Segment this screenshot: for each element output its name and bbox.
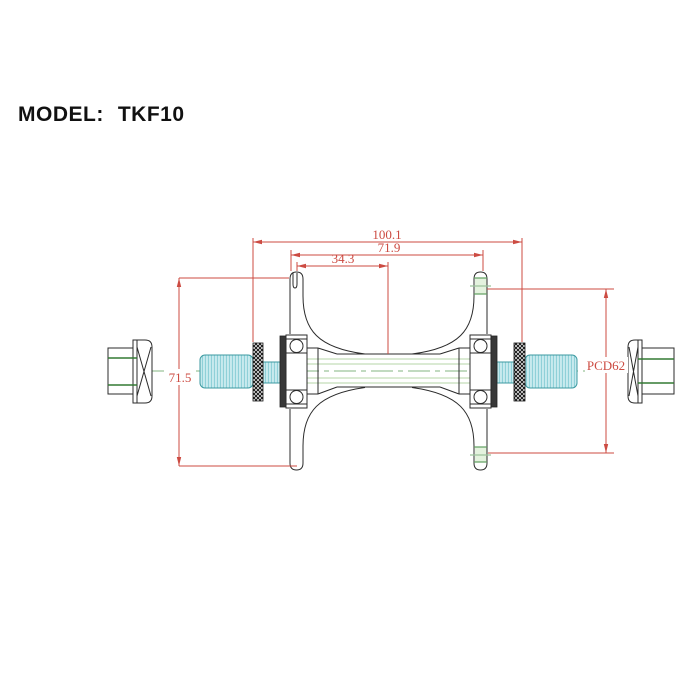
dimension-label-left-pcd: 71.5: [169, 370, 192, 385]
right-flange: [411, 271, 491, 471]
dimension-100-1: 100.1: [253, 227, 522, 245]
left-track-nut: [107, 339, 153, 404]
model-title: MODEL: TKF10: [18, 103, 185, 127]
dimension-label-right-pcd: PCD62: [587, 358, 625, 373]
left-bearing-assembly: [279, 334, 308, 409]
dimension-label-flange-spacing: 71.9: [378, 240, 401, 255]
right-bottom-bearing-ball: [473, 390, 488, 404]
dimension-lines: 100.1 71.9 34.3 71.5: [164, 227, 628, 467]
right-bearing-assembly: [469, 334, 498, 409]
right-top-bearing-ball: [473, 339, 488, 353]
model-title-value: TKF10: [117, 103, 185, 126]
axle-right-threaded-end: [496, 354, 578, 389]
dimension-71-5: 71.5: [164, 278, 196, 466]
dimension-label-overall: 100.1: [372, 227, 401, 242]
axle-left-threaded-end: [199, 354, 281, 389]
right-knurled-locknut: [513, 342, 526, 402]
right-track-nut: [627, 339, 675, 404]
left-top-bearing-ball: [289, 339, 304, 353]
dimension-34-3: 34.3: [297, 251, 388, 269]
model-title-label: MODEL:: [18, 103, 104, 126]
left-bottom-bearing-ball: [289, 390, 304, 404]
dimension-label-center-to-flange: 34.3: [332, 251, 355, 266]
left-flange-spoke-slot: [292, 273, 298, 289]
left-flange: [289, 271, 366, 471]
barrel-hidden-lines: [307, 358, 470, 384]
left-knurled-locknut: [252, 342, 264, 402]
dimension-pcd62: PCD62: [585, 289, 628, 453]
dimension-71-9: 71.9: [291, 240, 483, 258]
